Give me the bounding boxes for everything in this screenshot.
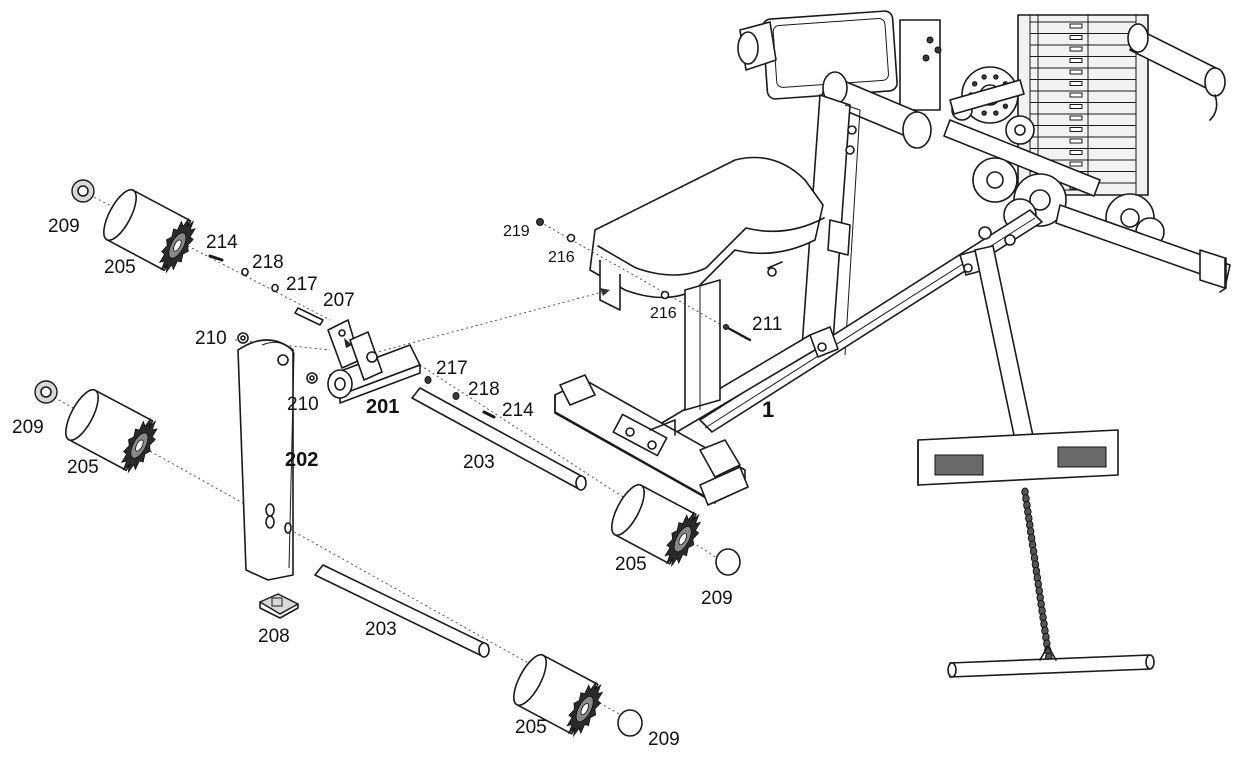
upright: [649, 94, 1043, 443]
label-part-217-b: 217: [436, 358, 468, 379]
seat: [589, 156, 825, 411]
label-part-218-a: 218: [252, 252, 284, 273]
label-part-209-b: 209: [12, 417, 44, 438]
label-part-218-b: 218: [468, 379, 500, 400]
label-part-205-c: 205: [615, 554, 647, 575]
cable-bar: [917, 429, 1155, 678]
leg-extension-parts: [34, 179, 752, 738]
label-part-216-b: 216: [650, 305, 677, 322]
end-cap-208: [259, 593, 299, 619]
label-part-1: 1: [762, 397, 774, 422]
label-part-201: 201: [366, 396, 399, 418]
tube-203-lower: [314, 564, 490, 658]
label-part-214-a: 214: [206, 232, 238, 253]
hardware: [208, 218, 752, 419]
foam-roller-205-d: [513, 653, 604, 738]
foam-roller-205-c: [611, 483, 702, 568]
label-part-210-b: 210: [287, 394, 319, 415]
label-part-214-b: 214: [502, 400, 534, 421]
label-part-211: 211: [752, 314, 782, 335]
foam-roller-205-a: [103, 188, 196, 274]
tube-203-upper: [411, 387, 587, 491]
pivot-bracket-201: [327, 319, 421, 404]
end-cap-209-a: [71, 179, 95, 203]
label-part-205-b: 205: [67, 457, 99, 478]
end-cap-209-c: [715, 548, 741, 576]
label-part-209-d: 209: [648, 729, 680, 750]
label-part-216-a: 216: [548, 249, 575, 266]
axle-207: [294, 307, 324, 326]
label-part-217-a: 217: [286, 274, 318, 295]
front-base: [554, 374, 749, 506]
foam-roller-205-b: [65, 388, 158, 474]
label-part-209-a: 209: [48, 216, 80, 237]
label-part-202: 202: [285, 449, 318, 471]
label-part-205-d: 205: [515, 717, 547, 738]
label-part-209-c: 209: [701, 588, 733, 609]
label-part-219: 219: [503, 223, 530, 240]
label-part-203-upper: 203: [463, 452, 495, 473]
lever-arm-202: [237, 339, 295, 581]
label-part-203-lower: 203: [365, 619, 397, 640]
part-labels: 1 201 202 203 203 205 205 205 205 207 20…: [12, 216, 782, 750]
end-cap-209-d: [617, 709, 643, 737]
label-part-210-a: 210: [195, 328, 227, 349]
end-cap-209-b: [34, 380, 58, 404]
label-part-205-a: 205: [104, 257, 136, 278]
label-part-208: 208: [258, 626, 290, 647]
label-part-207: 207: [323, 290, 355, 311]
main-frame: [554, 10, 1231, 678]
